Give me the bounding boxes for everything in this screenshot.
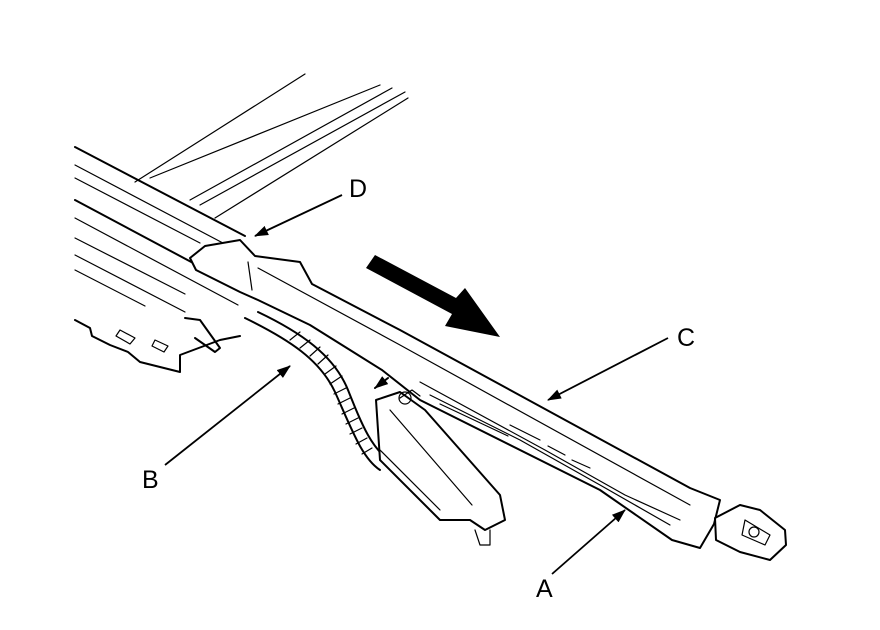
callout-a: A [536,575,553,603]
leader-a [551,509,626,575]
drain-hose [244,311,393,471]
drain-tube-end [375,389,506,546]
leader-b [164,365,291,466]
leader-c [547,337,669,401]
roof-glass-panel [134,73,409,219]
callout-c: C [677,324,695,352]
rail-channel [189,239,721,549]
callout-d: D [349,175,367,203]
small-pull-arrow [374,376,389,389]
slide-direction-arrow [366,255,500,337]
drain-bracket-end [714,504,787,561]
leader-d [254,194,343,237]
callout-b: B [142,466,159,494]
leader-lines [164,194,669,575]
roof-frame [74,146,246,373]
direction-arrows [366,255,500,389]
